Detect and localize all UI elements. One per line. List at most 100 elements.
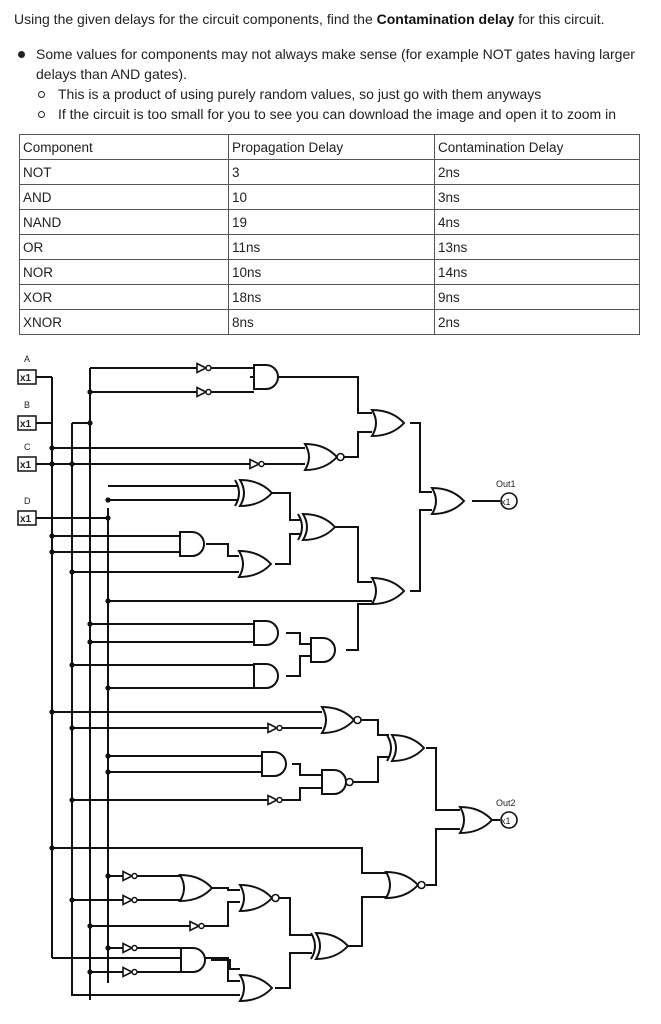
or-gate-icon xyxy=(238,550,272,578)
nor-gate-icon xyxy=(321,706,362,734)
wire-junctions xyxy=(49,389,111,975)
input-value: x1 xyxy=(20,460,32,471)
input-value: x1 xyxy=(20,419,32,430)
input-value: x1 xyxy=(20,514,32,525)
or-gate-icon xyxy=(371,409,405,437)
not-gate-icon xyxy=(122,942,138,954)
not-gate-icon xyxy=(267,722,283,734)
not-gate-icon xyxy=(122,870,138,882)
xor-gate-icon xyxy=(386,734,425,762)
or-gate-icon xyxy=(239,974,273,1002)
output-pin-out1: Out1 x1 xyxy=(496,479,518,510)
table-cell: AND xyxy=(19,184,229,210)
and-gate-icon xyxy=(253,364,279,390)
and-gate-icon xyxy=(253,620,279,646)
input-label: A xyxy=(24,354,30,364)
nor-gate-icon xyxy=(239,884,280,912)
bullet-circle-icon xyxy=(38,111,45,118)
sub-bullet-item: If the circuit is too small for you to s… xyxy=(14,104,654,124)
xor-gate-icon xyxy=(234,479,273,507)
nor-gate-icon xyxy=(304,443,345,471)
not-gate-icon xyxy=(267,794,283,806)
or-gate-icon xyxy=(459,806,493,834)
output-label: Out1 xyxy=(496,479,516,489)
column-header: Propagation Delay xyxy=(228,134,435,160)
instruction-list: Some values for components may not alway… xyxy=(14,44,654,124)
table-cell: XNOR xyxy=(19,309,229,335)
output-pin-out2: Out2 x1 xyxy=(496,798,518,829)
output-value: x1 xyxy=(501,497,511,507)
bullet-item: Some values for components may not alway… xyxy=(14,44,654,84)
bullet-circle-icon xyxy=(38,91,45,98)
input-label: C xyxy=(24,442,31,452)
or-gate-icon xyxy=(431,487,465,515)
column-header: Component xyxy=(19,134,229,160)
table-cell: 14ns xyxy=(434,259,640,285)
table-cell: NOT xyxy=(19,159,229,185)
bullet-text: Some values for components may not alway… xyxy=(36,46,635,82)
and-gate-icon xyxy=(261,751,287,777)
table-cell: 4ns xyxy=(434,209,640,235)
input-pin-c: C x1 xyxy=(17,442,37,472)
table-cell: NAND xyxy=(19,209,229,235)
nor-gate-icon xyxy=(385,871,426,899)
output-label: Out2 xyxy=(496,798,516,808)
delay-table: Component Propagation Delay Contaminatio… xyxy=(19,134,640,335)
wires xyxy=(36,367,500,1000)
logic-gates xyxy=(122,362,493,1002)
and-gate-icon xyxy=(310,637,336,663)
not-gate-icon xyxy=(189,920,205,932)
not-gate-icon xyxy=(196,386,212,398)
not-gate-icon xyxy=(196,362,212,374)
table-cell: 2ns xyxy=(434,309,640,335)
table-cell: 3ns xyxy=(434,184,640,210)
table-cell: 9ns xyxy=(434,284,640,310)
input-pin-d: D x1 xyxy=(17,496,37,526)
table-cell: 2ns xyxy=(434,159,640,185)
sub-bullet-item: This is a product of using purely random… xyxy=(14,84,654,104)
not-gate-icon xyxy=(122,966,138,978)
sub-bullet-text: This is a product of using purely random… xyxy=(58,86,542,102)
question-intro: Using the given delays for the circuit c… xyxy=(14,11,605,27)
column-header: Contamination Delay xyxy=(434,134,640,160)
input-pin-a: A x1 xyxy=(17,354,37,385)
intro-text-after: for this circuit. xyxy=(514,11,605,27)
table-cell: 19 xyxy=(228,209,435,235)
intro-bold-term: Contamination delay xyxy=(376,11,515,27)
xor-gate-icon xyxy=(297,513,336,541)
table-cell: 11ns xyxy=(228,234,435,260)
table-cell: NOR xyxy=(19,259,229,285)
input-value: x1 xyxy=(20,373,32,384)
intro-text-before: Using the given delays for the circuit c… xyxy=(14,11,377,27)
xor-gate-icon xyxy=(310,932,349,960)
table-cell: XOR xyxy=(19,284,229,310)
not-gate-icon xyxy=(249,458,265,470)
circuit-diagram: A x1 B x1 C x1 D x1 Out1 x1 Out2 x1 xyxy=(17,354,518,1002)
table-cell: 10ns xyxy=(228,259,435,285)
not-gate-icon xyxy=(122,894,138,906)
and-gate-icon xyxy=(253,663,279,689)
table-cell: 13ns xyxy=(434,234,640,260)
bullet-dot-icon xyxy=(18,51,25,58)
sub-bullet-text: If the circuit is too small for you to s… xyxy=(58,106,616,122)
table-cell: 8ns xyxy=(228,309,435,335)
table-cell: OR xyxy=(19,234,229,260)
input-label: D xyxy=(24,496,31,506)
table-cell: 10 xyxy=(228,184,435,210)
table-cell: 3 xyxy=(228,159,435,185)
or-gate-icon xyxy=(371,577,405,605)
and-gate-icon xyxy=(180,947,206,973)
table-cell: 18ns xyxy=(228,284,435,310)
table-header-row: Component Propagation Delay Contaminatio… xyxy=(19,134,640,160)
and-gate-icon xyxy=(179,531,205,557)
input-pin-b: B x1 xyxy=(17,400,37,431)
output-value: x1 xyxy=(501,816,511,826)
or-gate-icon xyxy=(179,874,213,902)
